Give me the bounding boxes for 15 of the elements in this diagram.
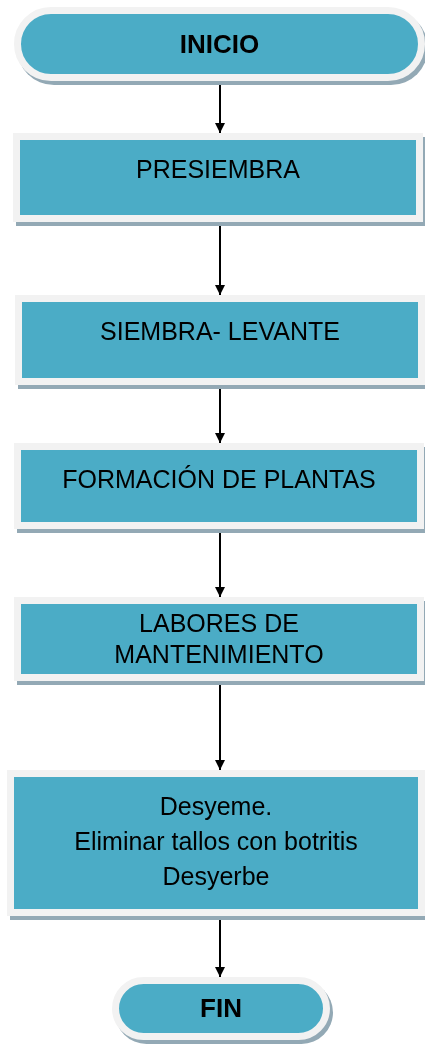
arrow <box>215 917 225 978</box>
step-label: Eliminar tallos con botritis <box>74 826 358 857</box>
step-label: Desyerbe <box>162 861 270 892</box>
arrow <box>215 386 225 444</box>
arrow <box>215 82 225 134</box>
step-label: Desyeme. <box>159 791 273 822</box>
step-label: PRESIEMBRA <box>136 154 300 185</box>
arrow <box>215 223 225 296</box>
arrow <box>215 682 225 771</box>
arrow <box>215 530 225 598</box>
step-label: FORMACIÓN DE PLANTAS <box>62 464 376 495</box>
step-label: LABORES DE MANTENIMIENTO <box>113 608 325 671</box>
step-label: INICIO <box>179 28 260 60</box>
step-label: FIN <box>200 993 242 1024</box>
step-label: SIEMBRA- LEVANTE <box>100 316 340 347</box>
